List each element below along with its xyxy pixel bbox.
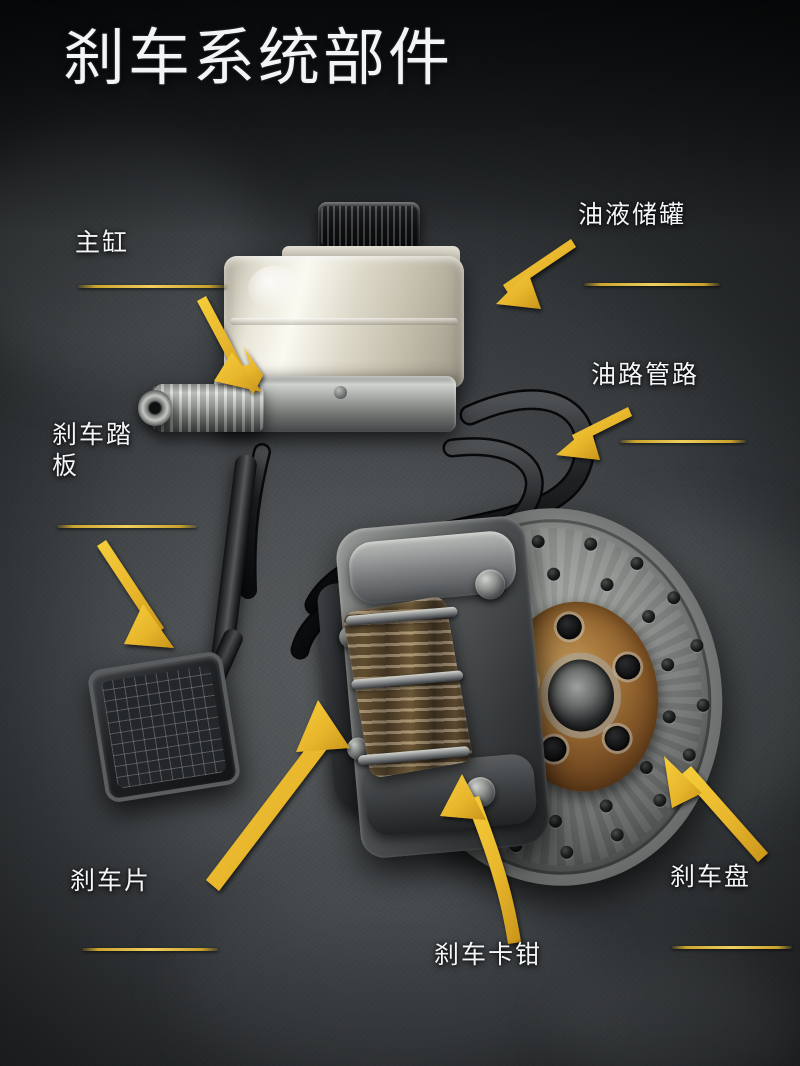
lug-hole bbox=[555, 613, 583, 641]
hub-center-cap bbox=[544, 656, 618, 735]
brake-caliper bbox=[333, 514, 553, 860]
master-cylinder-pushrod-end bbox=[138, 390, 172, 426]
label-fluid-reservoir: 油液储罐 bbox=[578, 201, 687, 229]
brake-rotor-assembly bbox=[316, 491, 741, 920]
fluid-reservoir bbox=[224, 256, 464, 388]
label-brake-caliper: 刹车卡钳 bbox=[434, 941, 543, 969]
label-brake-disc: 刹车盘 bbox=[670, 863, 752, 891]
label-brake-lines: 油路管路 bbox=[591, 361, 700, 389]
underbar-master-cylinder bbox=[78, 285, 226, 288]
underbar-brake-pads bbox=[82, 948, 218, 951]
brake-pedal-pad bbox=[86, 650, 242, 804]
label-brake-pads: 刹车片 bbox=[70, 867, 152, 895]
reservoir-cap bbox=[318, 202, 420, 252]
lug-hole bbox=[603, 724, 631, 753]
label-brake-pedal: 刹车踏 板 bbox=[52, 421, 134, 480]
underbar-brake-disc bbox=[672, 946, 792, 949]
underbar-fluid-reservoir bbox=[584, 283, 720, 286]
underbar-brake-lines bbox=[620, 440, 746, 443]
lug-hole bbox=[614, 653, 642, 681]
label-master-cylinder: 主缸 bbox=[75, 229, 130, 257]
underbar-brake-pedal bbox=[57, 525, 197, 528]
master-cylinder-assembly bbox=[138, 198, 536, 498]
page-title: 刹车系统部件 bbox=[63, 24, 454, 93]
